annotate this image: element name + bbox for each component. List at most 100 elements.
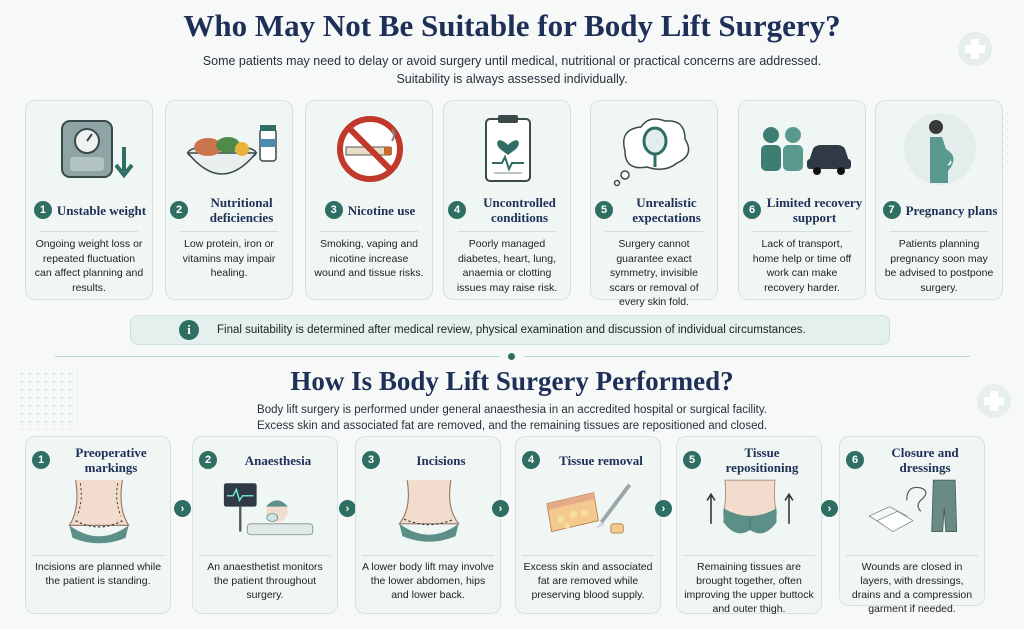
dot-pattern: [18, 370, 78, 430]
step-title: Anaesthesia: [244, 452, 312, 468]
step-description: Excess skin and associated fat are remov…: [522, 555, 654, 602]
info-icon: i: [179, 320, 199, 340]
chevron-right-icon: ›: [821, 500, 838, 517]
card-unstable-weight: 1 Unstable weight Ongoing weight loss or…: [25, 100, 153, 300]
note-text: Final suitability is determined after me…: [217, 324, 806, 336]
card-nicotine-use: 3 Nicotine use Smoking, vaping and nicot…: [305, 100, 433, 300]
card-description: Ongoing weight loss or repeated fluctuat…: [34, 238, 144, 294]
section-divider: [524, 356, 970, 357]
no-smoking-icon: [337, 116, 403, 182]
card-uncontrolled-conditions: 4 Uncontrolled conditions Poorly managed…: [443, 100, 571, 300]
number-badge: 5: [683, 451, 701, 469]
suitability-note: i Final suitability is determined after …: [130, 315, 890, 345]
step-heading: 3 Incisions: [362, 443, 496, 477]
divider: [605, 231, 703, 232]
card-title: Unrealistic expectations: [632, 195, 701, 225]
card-title: Limited recovery support: [766, 195, 863, 225]
card-title: Uncontrolled conditions: [483, 195, 556, 225]
step-heading: 5 Tissue repositioning: [683, 443, 817, 477]
step-closure-dressings: 6 Closure and dressings Wounds are close…: [839, 436, 985, 615]
card-pregnancy-plans: 7 Pregnancy plans Patients planning preg…: [875, 100, 1003, 300]
card-heading: 6 Limited recovery support: [743, 193, 863, 227]
step-heading: 1 Preoperative markings: [32, 443, 166, 477]
number-badge: 6: [846, 451, 864, 469]
divider: [458, 231, 556, 232]
card-heading: 5 Unrealistic expectations: [595, 193, 715, 227]
card-description: Smoking, vaping and nicotine increase wo…: [314, 238, 424, 279]
number-badge: 1: [32, 451, 50, 469]
lower-body-incision-icon: [398, 480, 460, 542]
step-title: Tissue repositioning: [725, 445, 799, 475]
card-title: Nicotine use: [347, 202, 416, 218]
step-heading: 2 Anaesthesia: [199, 443, 333, 477]
number-badge: 4: [522, 451, 540, 469]
card-description: Poorly managed diabetes, heart, lung, an…: [456, 238, 558, 294]
card-description: Patients planning pregnancy soon may be …: [884, 238, 994, 294]
number-badge: 3: [362, 451, 380, 469]
dressings-garment-icon: [868, 479, 958, 533]
number-badge: 6: [743, 201, 761, 219]
medical-cross-icon: [958, 32, 992, 66]
card-nutritional-deficiencies: 2 Nutritional deficiencies Low protein, …: [165, 100, 293, 300]
medical-cross-icon: [977, 384, 1011, 418]
number-badge: 5: [595, 201, 613, 219]
card-heading: 7 Pregnancy plans: [880, 193, 1000, 227]
card-title: Nutritional deficiencies: [209, 195, 274, 225]
chevron-right-icon: ›: [655, 500, 672, 517]
chevron-right-icon: ›: [174, 500, 191, 517]
divider: [40, 231, 138, 232]
divider: [753, 231, 851, 232]
section2-title: How Is Body Lift Surgery Performed?: [290, 366, 734, 396]
number-badge: 2: [199, 451, 217, 469]
divider: [890, 231, 988, 232]
step-heading: 4 Tissue removal: [522, 443, 656, 477]
number-badge: 7: [882, 201, 901, 219]
card-title: Pregnancy plans: [905, 202, 998, 218]
thought-mirror-icon: [613, 118, 690, 187]
food-bowl-icon: [186, 125, 277, 175]
card-limited-recovery-support: 6 Limited recovery support Lack of trans…: [738, 100, 866, 300]
section2-subtitle: Body lift surgery is performed under gen…: [256, 404, 768, 432]
card-heading: 3 Nicotine use: [310, 193, 430, 227]
number-badge: 4: [448, 201, 466, 219]
number-badge: 2: [170, 201, 188, 219]
step-description: Remaining tissues are brought together, …: [683, 555, 815, 616]
number-badge: 3: [324, 201, 343, 219]
number-badge: 1: [33, 201, 52, 219]
step-title: Incisions: [416, 452, 466, 468]
card-description: Low protein, iron or vitamins may impair…: [182, 238, 276, 279]
card-description: Surgery cannot guarantee exact symmetry,…: [609, 238, 699, 308]
card-heading: 1 Unstable weight: [30, 193, 150, 227]
divider: [180, 231, 278, 232]
step-incisions: 3 Incisions A lower body lift may involv…: [355, 436, 501, 614]
card-unrealistic-expectations: 5 Unrealistic expectations Surgery canno…: [590, 100, 718, 308]
anaesthesia-patient-icon: [223, 483, 314, 536]
step-description: An anaesthetist monitors the patient thr…: [199, 555, 331, 602]
step-description: A lower body lift may involve the lower …: [362, 555, 494, 602]
step-preoperative-markings: 1 Preoperative markings Incisions are pl…: [25, 436, 171, 614]
clipboard-heart-icon: [485, 115, 531, 182]
scale-icon: [61, 120, 134, 179]
step-tissue-repositioning: 5 Tissue repositioning Remaining tissues…: [676, 436, 822, 616]
page-title: Who May Not Be Suitable for Body Lift Su…: [183, 8, 841, 43]
people-car-icon: [761, 127, 851, 175]
card-heading: 2 Nutritional deficiencies: [170, 193, 290, 227]
step-heading: 6 Closure and dressings: [846, 443, 980, 477]
section1-subtitle: Some patients may need to delay or avoid…: [202, 54, 822, 86]
step-tissue-removal: 4 Tissue removal Excess skin and associa…: [515, 436, 661, 614]
card-description: Lack of transport, home help or time off…: [752, 238, 852, 294]
scalpel-tissue-icon: [546, 483, 632, 534]
card-heading: 4 Uncontrolled conditions: [448, 193, 568, 227]
section-divider: [55, 356, 500, 357]
buttock-lift-icon: [706, 479, 794, 534]
marked-torso-icon: [68, 480, 130, 544]
step-description: Incisions are planned while the patient …: [32, 555, 164, 588]
step-anaesthesia: 2 Anaesthesia An anaesthetist monitors t…: [192, 436, 338, 614]
step-title: Preoperative markings: [75, 445, 147, 475]
chevron-right-icon: ›: [492, 500, 509, 517]
step-title: Tissue removal: [559, 452, 643, 468]
divider-dot: [508, 353, 515, 360]
pregnant-woman-icon: [904, 113, 976, 185]
step-description: Wounds are closed in layers, with dressi…: [846, 555, 978, 616]
chevron-right-icon: ›: [339, 500, 356, 517]
